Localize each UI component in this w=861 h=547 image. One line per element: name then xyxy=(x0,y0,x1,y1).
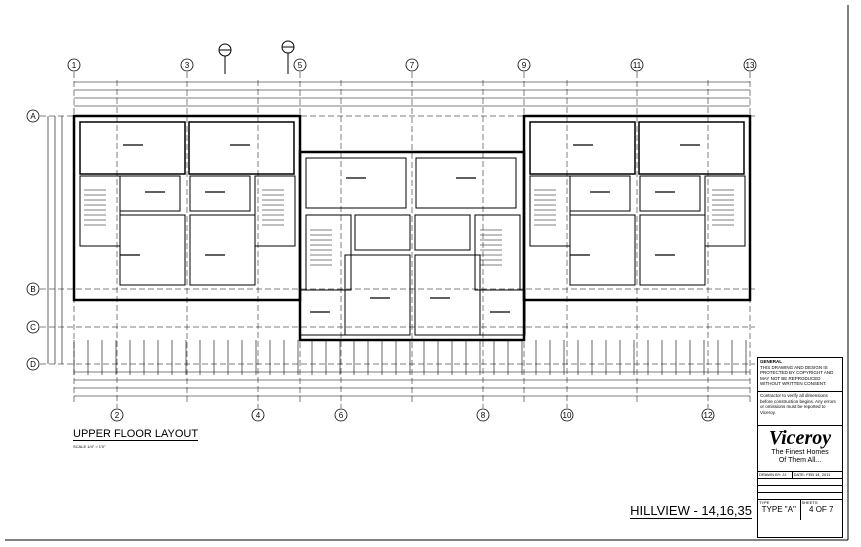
grid-bubble-13: 13 xyxy=(743,58,757,72)
grid-bubble-4: 4 xyxy=(251,408,265,422)
type-value: TYPE "A" xyxy=(761,505,796,514)
grid-bubble-8: 8 xyxy=(476,408,490,422)
grid-bubble-5: 5 xyxy=(293,58,307,72)
drawn-by: DRAWN BY: JJ xyxy=(759,472,787,477)
svg-text:2: 2 xyxy=(115,411,120,420)
notes-section: GENERAL THIS DRAWING AND DESIGN IS PROTE… xyxy=(758,358,842,392)
tagline-2: Of Them All... xyxy=(778,457,822,464)
svg-text:9: 9 xyxy=(522,61,527,70)
grid-bubble-9: 9 xyxy=(517,58,531,72)
svg-text:11: 11 xyxy=(633,61,642,70)
svg-text:C: C xyxy=(30,323,36,332)
title-block: GENERAL THIS DRAWING AND DESIGN IS PROTE… xyxy=(757,357,843,538)
project-title: HILLVIEW - 14,16,35 xyxy=(630,503,752,519)
svg-text:3: 3 xyxy=(185,61,190,70)
svg-text:6: 6 xyxy=(339,411,344,420)
grid-bubble-12: 12 xyxy=(701,408,715,422)
disclaimer-text: Contractor to verify all dimensions befo… xyxy=(760,393,836,415)
grid-bubble-10: 10 xyxy=(560,408,574,422)
svg-text:12: 12 xyxy=(704,411,713,420)
grid-bubble-D: D xyxy=(26,357,40,371)
date: DATE: FEB 14, 2011 xyxy=(791,472,842,478)
notes-text: THIS DRAWING AND DESIGN IS PROTECTED BY … xyxy=(760,364,834,387)
viceroy-logo: Viceroy xyxy=(768,427,832,449)
svg-text:7: 7 xyxy=(410,61,415,70)
grid-bubble-3: 3 xyxy=(180,58,194,72)
svg-text:A: A xyxy=(30,112,36,121)
grid-bubble-1: 1 xyxy=(67,58,81,72)
logo-section: Viceroy The Finest Homes Of Them All... xyxy=(758,426,842,472)
grid-bubble-2: 2 xyxy=(110,408,124,422)
grid-bubble-7: 7 xyxy=(405,58,419,72)
drawing-title: UPPER FLOOR LAYOUT xyxy=(73,428,199,441)
svg-text:D: D xyxy=(30,360,36,369)
svg-text:13: 13 xyxy=(746,61,755,70)
grid-bubble-6: 6 xyxy=(334,408,348,422)
svg-text:5: 5 xyxy=(298,61,303,70)
svg-text:1: 1 xyxy=(72,61,77,70)
grid-bubble-C: C xyxy=(26,320,40,334)
tagline-1: The Finest Homes xyxy=(771,449,829,456)
svg-text:8: 8 xyxy=(481,411,486,420)
section-marker-icon xyxy=(218,40,295,74)
svg-text:B: B xyxy=(30,285,35,294)
drawing-scale: SCALE 1/4" = 1'0" xyxy=(73,444,106,449)
sheet-value: 4 OF 7 xyxy=(809,505,834,514)
svg-text:4: 4 xyxy=(256,411,261,420)
grid-bubble-A: A xyxy=(26,109,40,123)
sheet-label: SHEETS xyxy=(801,500,818,505)
grid-bubble-11: 11 xyxy=(630,58,644,72)
notes-header: GENERAL xyxy=(760,359,783,364)
type-label: TYPE xyxy=(759,500,770,505)
svg-text:10: 10 xyxy=(563,411,572,420)
grid-bubble-B: B xyxy=(26,282,40,296)
